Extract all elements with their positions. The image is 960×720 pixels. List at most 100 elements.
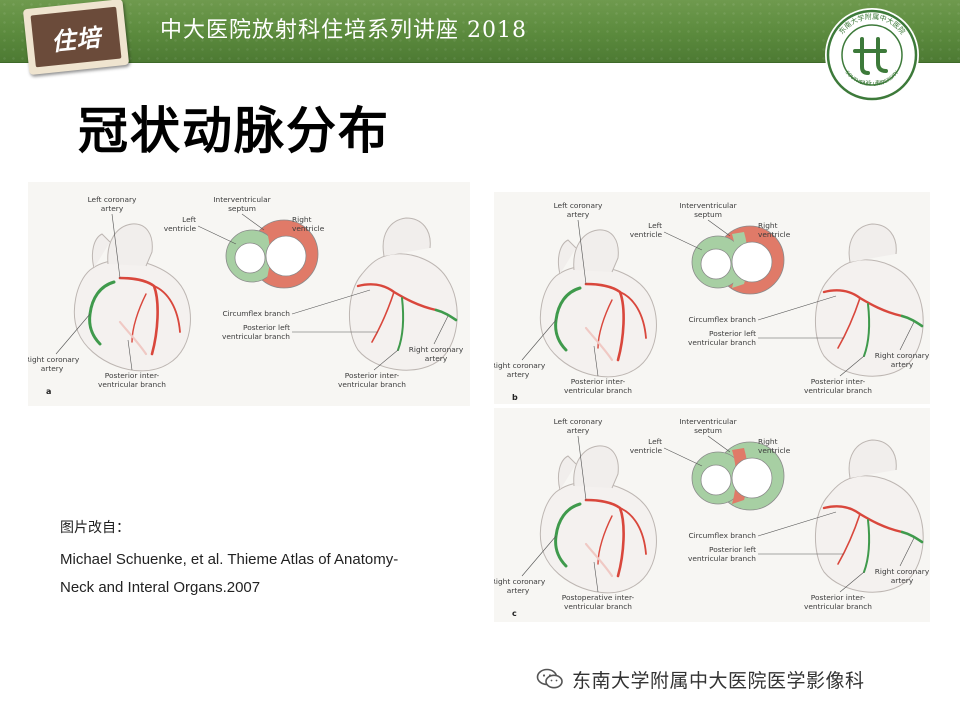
fig-b-label-left-ventricle-line-2: ventricle xyxy=(630,230,663,239)
fig-a-label-right-ventricle-line-1: Right xyxy=(292,215,312,224)
heart-illustration-c: Left coronaryarteryInterventricularseptu… xyxy=(494,417,930,618)
fig-c-heart-body xyxy=(539,481,657,594)
fig-a-label-right-coronary-right-line-2: artery xyxy=(425,354,448,363)
fig-c-leader-posterior-inter-left xyxy=(593,561,599,593)
fig-b-leader-circumflex xyxy=(757,295,837,321)
fig-c-label-posterior-left-line-1: Posterior left xyxy=(709,545,756,554)
fig-a-heart-body xyxy=(73,259,191,372)
heart-illustration-b: Left coronaryarteryInterventricularseptu… xyxy=(494,201,930,402)
fig-c-posterior-interventricular xyxy=(863,519,871,573)
fig-c-diagonal-branch xyxy=(597,515,613,565)
fig-a-right-lumen xyxy=(265,235,307,277)
fig-a-diagonal-branch xyxy=(131,293,147,343)
fig-c-posterior-branch-faint xyxy=(584,542,614,578)
fig-a-leader-posterior-inter-right xyxy=(373,349,399,371)
fig-b-label-posterior-inter-right-line-2: ventricular branch xyxy=(804,386,872,395)
fig-a-leader-posterior-inter-left xyxy=(127,339,133,371)
fig-b-panel-letter: b xyxy=(512,393,518,402)
logo-emblem xyxy=(853,37,888,75)
fig-c-label-right-ventricle-line-2: ventricle xyxy=(758,446,791,455)
fig-b-label-interventricular-line-2: septum xyxy=(694,210,722,219)
fig-b-leader-right-coronary-right xyxy=(899,321,915,351)
fig-a-posterior-interventricular xyxy=(397,297,405,351)
fig-b-posterior-vessels xyxy=(848,223,897,263)
fig-a-leader-right-coronary-right xyxy=(433,315,449,345)
fig-c-leader-posterior-inter-right xyxy=(839,571,865,593)
fig-c-label-right-ventricle-line-1: Right xyxy=(758,437,778,446)
fig-c-label-posterior-inter-right-line-2: ventricular branch xyxy=(804,602,872,611)
fig-b-label-posterior-inter-left-line-1: Posterior inter- xyxy=(571,377,626,386)
header-title: 中大医院放射科住培系列讲座 2018 xyxy=(160,18,527,43)
fig-c-posterior-left-ventricular xyxy=(837,513,861,565)
fig-c-label-right-coronary-left-line-1: Right coronary xyxy=(494,577,546,586)
fig-a-label-left-coronary-line-2: artery xyxy=(101,204,124,213)
fig-b-label-right-coronary-left-line-2: artery xyxy=(507,370,530,379)
illustration-group: Left coronaryarteryInterventricularseptu… xyxy=(28,195,464,396)
fig-b-left-lumen xyxy=(700,248,732,280)
fig-c-leader-interventricular xyxy=(707,435,731,453)
fig-b-leader-interventricular xyxy=(707,219,731,237)
fig-b-posterior-right-coronary xyxy=(900,314,924,328)
fig-a-label-posterior-inter-left-line-1: Posterior inter- xyxy=(105,371,160,380)
logo-year: 1935 · 南京 xyxy=(860,79,885,86)
fig-c-label-left-ventricle-line-2: ventricle xyxy=(630,446,663,455)
fig-c-label-posterior-inter-left-line-2: ventricular branch xyxy=(564,602,632,611)
fig-a-label-interventricular-line-1: Interventricular xyxy=(213,195,271,204)
fig-b-label-right-coronary-left-line-1: Right coronary xyxy=(494,361,546,370)
page-title: 冠状动脉分布 xyxy=(78,102,390,160)
fig-b-leader-posterior-inter-left xyxy=(593,345,599,377)
badge-board: 住培 xyxy=(30,6,122,68)
fig-c-leader-left-coronary xyxy=(577,435,587,501)
fig-c-label-circumflex: Circumflex branch xyxy=(688,531,756,540)
fig-b-label-left-coronary-line-2: artery xyxy=(567,210,590,219)
fig-c-panel-letter: c xyxy=(512,609,517,618)
fig-b-leader-posterior-inter-right xyxy=(839,355,865,377)
fig-c-posterior-vessels xyxy=(848,439,897,479)
fig-b-posterior-branch-faint xyxy=(584,326,614,362)
logo-outer-ring xyxy=(826,9,918,101)
illustration-group: Left coronaryarteryInterventricularseptu… xyxy=(494,417,930,618)
fig-a-left-lumen xyxy=(234,242,266,274)
fig-b-label-circumflex: Circumflex branch xyxy=(688,315,756,324)
badge-text: 住培 xyxy=(49,21,103,57)
fig-a-label-posterior-inter-right-line-2: ventricular branch xyxy=(338,380,406,389)
fig-b-label-right-coronary-right-line-1: Right coronary xyxy=(875,351,930,360)
fig-a-label-circumflex: Circumflex branch xyxy=(222,309,290,318)
fig-c-leader-right-coronary-right xyxy=(899,537,915,567)
fig-a-label-right-coronary-left-line-1: Right coronary xyxy=(28,355,80,364)
fig-c-right-lumen xyxy=(731,457,773,499)
fig-a-leader-left-ventricle xyxy=(197,225,237,245)
fig-c-label-interventricular-line-1: Interventricular xyxy=(679,417,737,426)
citation-caption: 图片改自： xyxy=(60,520,130,536)
fig-a-label-left-ventricle-line-1: Left xyxy=(182,215,196,224)
fig-b-vena-cava xyxy=(557,239,577,275)
wechat-icon xyxy=(536,668,563,689)
fig-c-leader-right-coronary-left xyxy=(521,535,557,577)
fig-c-posterior-right-coronary xyxy=(900,530,924,544)
fig-b-label-right-ventricle-line-2: ventricle xyxy=(758,230,791,239)
fig-b-label-posterior-left-line-1: Posterior left xyxy=(709,329,756,338)
fig-b-label-posterior-inter-left-line-2: ventricular branch xyxy=(564,386,632,395)
illustration-group: Left coronaryarteryInterventricularseptu… xyxy=(494,201,930,402)
fig-c-label-right-coronary-right-line-1: Right coronary xyxy=(875,567,930,576)
fig-c-label-posterior-inter-left-line-1: Postoperative inter- xyxy=(562,593,635,602)
fig-a-posterior-right-coronary xyxy=(434,308,458,322)
fig-b-right-lumen xyxy=(731,241,773,283)
logo-background xyxy=(825,8,919,102)
fig-a-label-right-coronary-left-line-2: artery xyxy=(41,364,64,373)
fig-c-label-posterior-inter-right-line-1: Posterior inter- xyxy=(811,593,866,602)
header-bar xyxy=(0,0,960,63)
fig-c-vena-cava xyxy=(557,455,577,491)
fig-a-leader-right-coronary-left xyxy=(55,313,91,355)
fig-b-leader-right-coronary-left xyxy=(521,319,557,361)
fig-c-label-left-ventricle-line-1: Left xyxy=(648,437,662,446)
fig-a-panel-letter: a xyxy=(46,387,51,396)
fig-b-label-right-ventricle-line-1: Right xyxy=(758,221,778,230)
fig-b-label-right-coronary-right-line-2: artery xyxy=(891,360,914,369)
fig-a-posterior-left-ventricular xyxy=(371,291,395,343)
fig-b-label-left-coronary-line-1: Left coronary xyxy=(554,201,603,210)
fig-c-leader-left-ventricle xyxy=(663,447,703,467)
citation-line-1: Michael Schuenke, et al. Thieme Atlas of… xyxy=(60,551,399,568)
